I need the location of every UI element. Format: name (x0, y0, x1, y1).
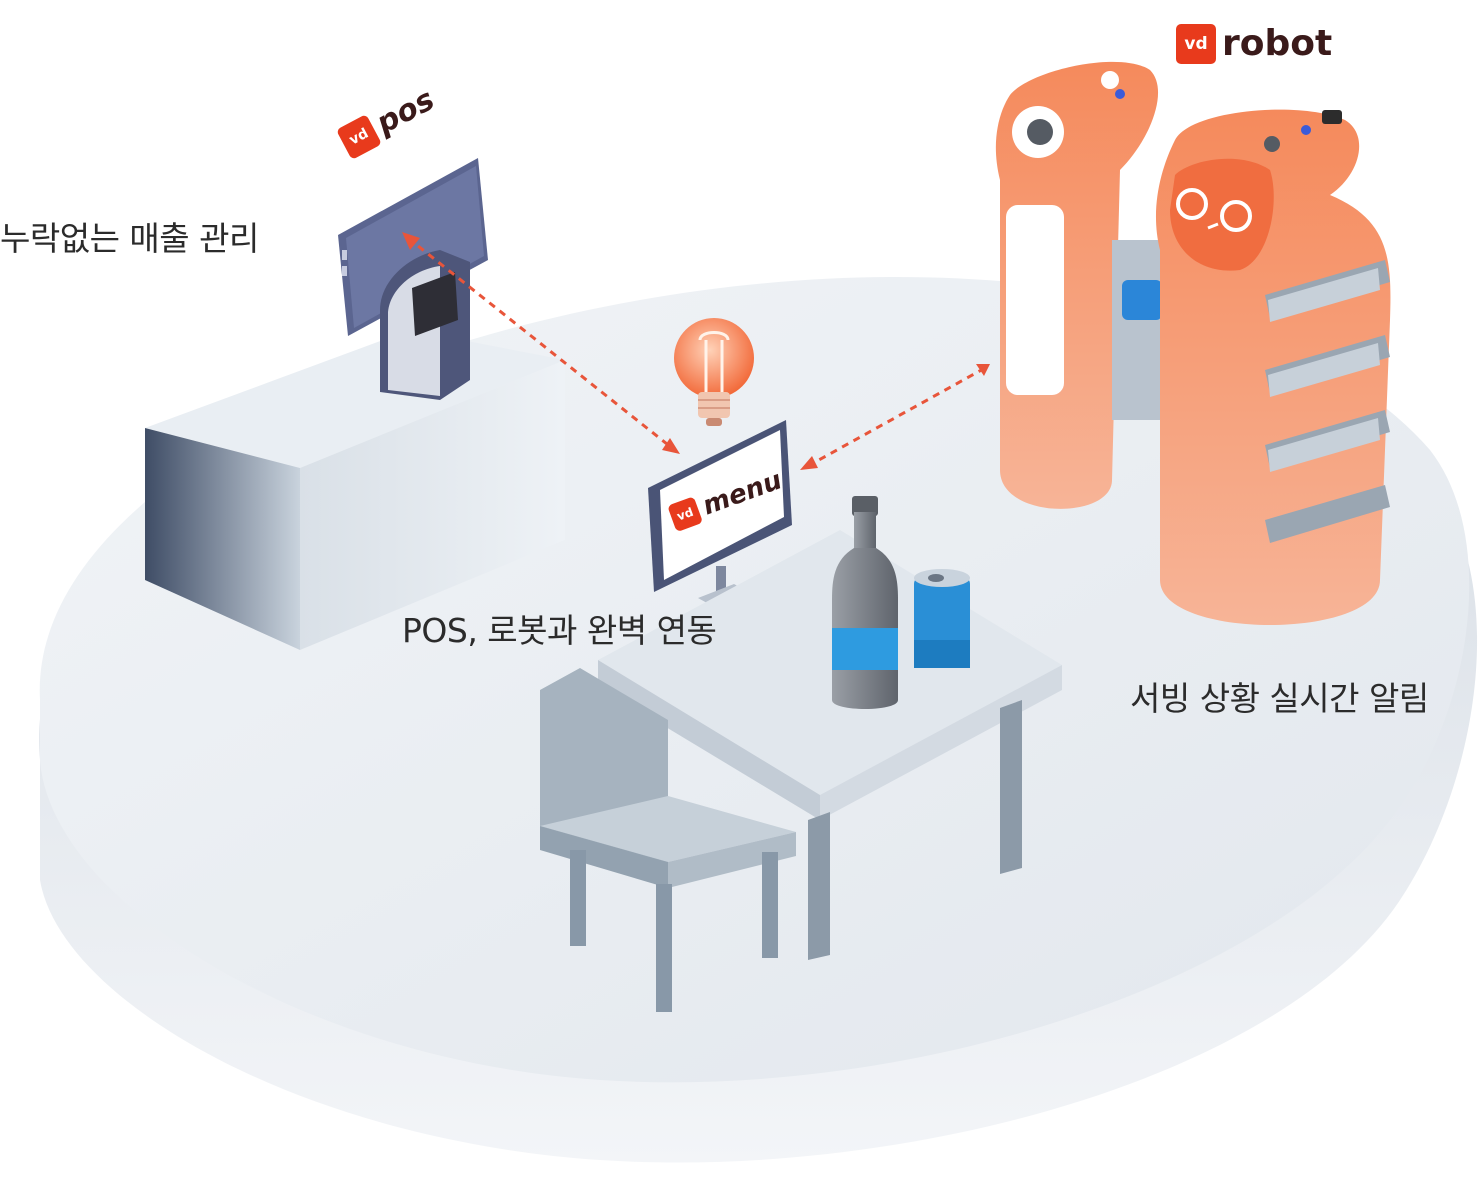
serving-robot-icon (1155, 109, 1391, 625)
arrow-heads (402, 232, 990, 470)
vd-logo-badge: vd (1176, 24, 1216, 64)
lightbulb-icon (674, 318, 754, 426)
bottle-icon (832, 496, 898, 709)
robot-brand-word: robot (1222, 23, 1333, 64)
can-icon (914, 569, 970, 668)
pos-terminal-icon (338, 158, 488, 400)
chair (540, 668, 796, 1012)
link-arrows (407, 236, 986, 468)
caption-serving-alert: 서빙 상황 실시간 알림 (1130, 679, 1429, 718)
caption-sales-management: 누락없는 매출 관리 (0, 219, 259, 258)
caption-pos-robot-link: POS, 로봇과 완벽 연동 (402, 611, 717, 650)
robot-brand-logo: vd robot (1176, 24, 1332, 64)
